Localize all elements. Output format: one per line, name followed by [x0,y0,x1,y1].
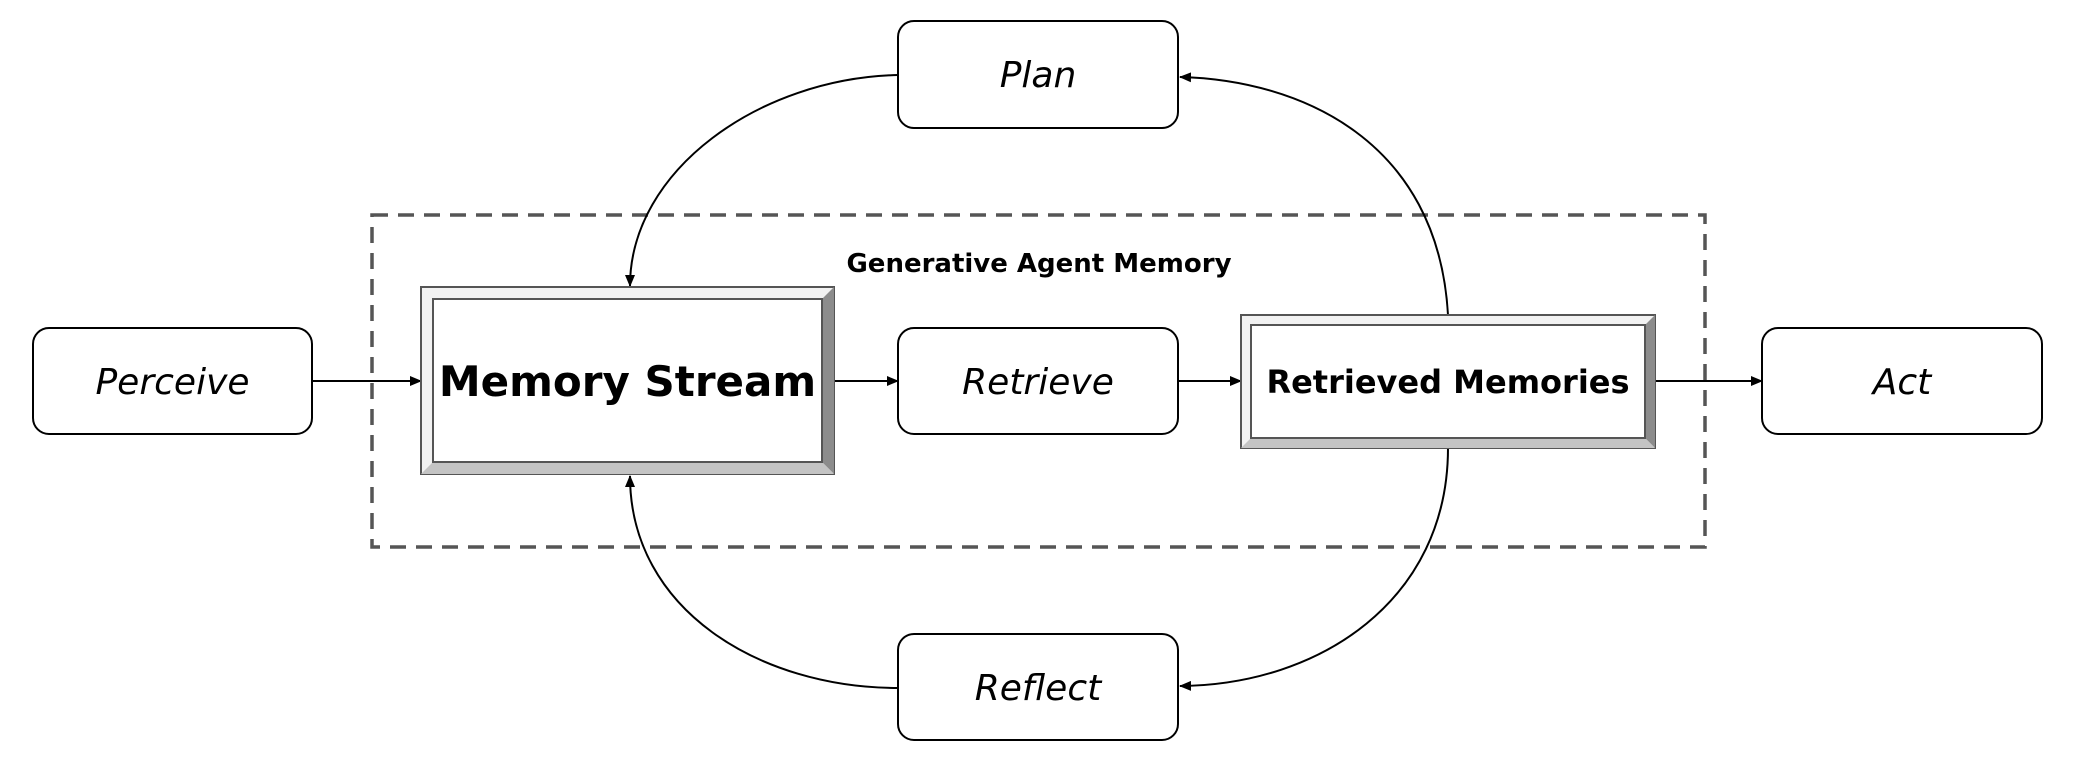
node-perceive-label: Perceive [95,362,249,403]
memory-stream-face [432,298,823,463]
node-reflect-box [897,633,1179,741]
node-reflect: Reflect [897,633,1179,741]
edges [312,72,1763,691]
node-memory-stream: Memory Stream [420,286,835,475]
memory-group-title: Generative Agent Memory [846,249,1231,279]
node-act: Act [1761,327,2043,435]
node-retrieved-memories: Retrieved Memories [1240,314,1656,449]
memory-stream-bevel-bottom [421,462,834,474]
memory-group: Generative Agent Memory [370,213,1707,549]
node-perceive-box [32,327,313,435]
node-retrieved-memories-label: Retrieved Memories [1266,363,1629,401]
retrieved-memories-bevel-bottom [1241,438,1655,448]
node-memory-stream-label: Memory Stream [439,357,816,406]
node-reflect-label: Reflect [975,668,1103,709]
node-plan-label: Plan [1000,55,1077,96]
retrieved-memories-face [1250,324,1646,439]
node-plan-box [897,20,1179,129]
edge-plan-to-memory-stream [625,74,899,287]
node-act-box [1761,327,2043,435]
retrieved-memories-bevel-right [1645,315,1655,448]
edge-retrieved-memories-to-reflect [1179,447,1449,691]
memory-stream-bevel-right [822,287,834,474]
edge-retrieved-memories-to-plan [1179,72,1449,316]
node-act-label: Act [1871,362,1933,403]
node-perceive: Perceive [32,327,313,435]
edge-reflect-to-memory-stream [625,475,899,689]
node-plan: Plan [897,20,1179,129]
node-retrieve: Retrieve [897,327,1179,435]
node-retrieve-box [897,327,1179,435]
node-retrieve-label: Retrieve [962,362,1114,403]
